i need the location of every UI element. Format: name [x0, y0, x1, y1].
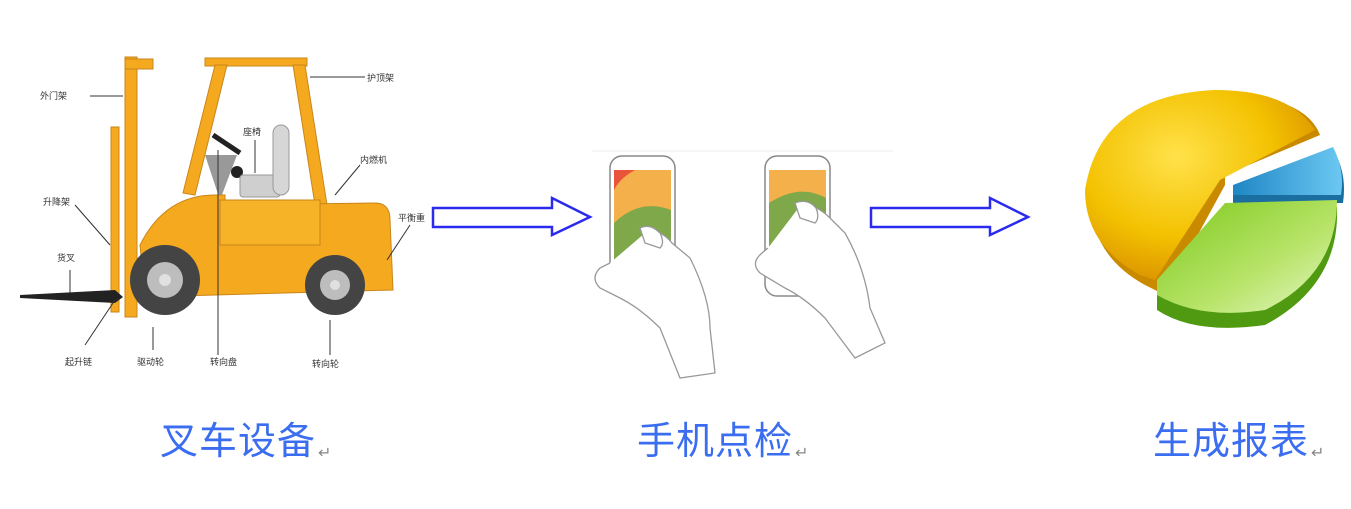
caption-mobile-inspection: 手机点检↵: [637, 410, 809, 465]
phone-icon: [592, 150, 893, 379]
label-lift-bracket: 升降架: [43, 198, 71, 208]
label-lift-chain: 起升链: [65, 358, 93, 368]
hands-holding-phones-illustration: [590, 148, 895, 383]
caption-forklift-equipment: 叉车设备↵: [160, 410, 332, 465]
caption-text: 手机点检: [637, 419, 794, 463]
label-steer-wheel: 转向轮: [312, 360, 340, 370]
paragraph-mark-icon: ↵: [318, 443, 333, 462]
forklift-icon: [20, 56, 411, 355]
pie-chart-icon: [1085, 90, 1344, 328]
caption-generate-report: 生成报表↵: [1153, 410, 1325, 465]
label-counterweight: 平衡重: [398, 214, 426, 224]
label-seat: 座椅: [243, 128, 262, 138]
label-drive-wheel: 驱动轮: [137, 358, 165, 368]
paragraph-mark-icon: ↵: [1311, 443, 1326, 462]
paragraph-mark-icon: ↵: [795, 443, 810, 462]
label-engine: 内燃机: [360, 156, 388, 166]
label-steering-wheel: 转向盘: [210, 358, 238, 368]
flow-arrow-2: [869, 195, 1031, 237]
caption-text: 生成报表: [1153, 419, 1310, 463]
3d-pie-chart-illustration: [1075, 85, 1345, 340]
label-fork: 货叉: [57, 254, 76, 264]
forklift-illustration: 外门架 护顶架 座椅 内燃机 平衡重 升降架 货叉 起升链 驱动轮 转向盘 转向…: [15, 45, 435, 380]
label-mast: 外门架: [40, 92, 68, 102]
caption-text: 叉车设备: [160, 419, 317, 463]
label-overhead-guard: 护顶架: [367, 74, 395, 84]
flow-arrow-1: [431, 195, 593, 237]
